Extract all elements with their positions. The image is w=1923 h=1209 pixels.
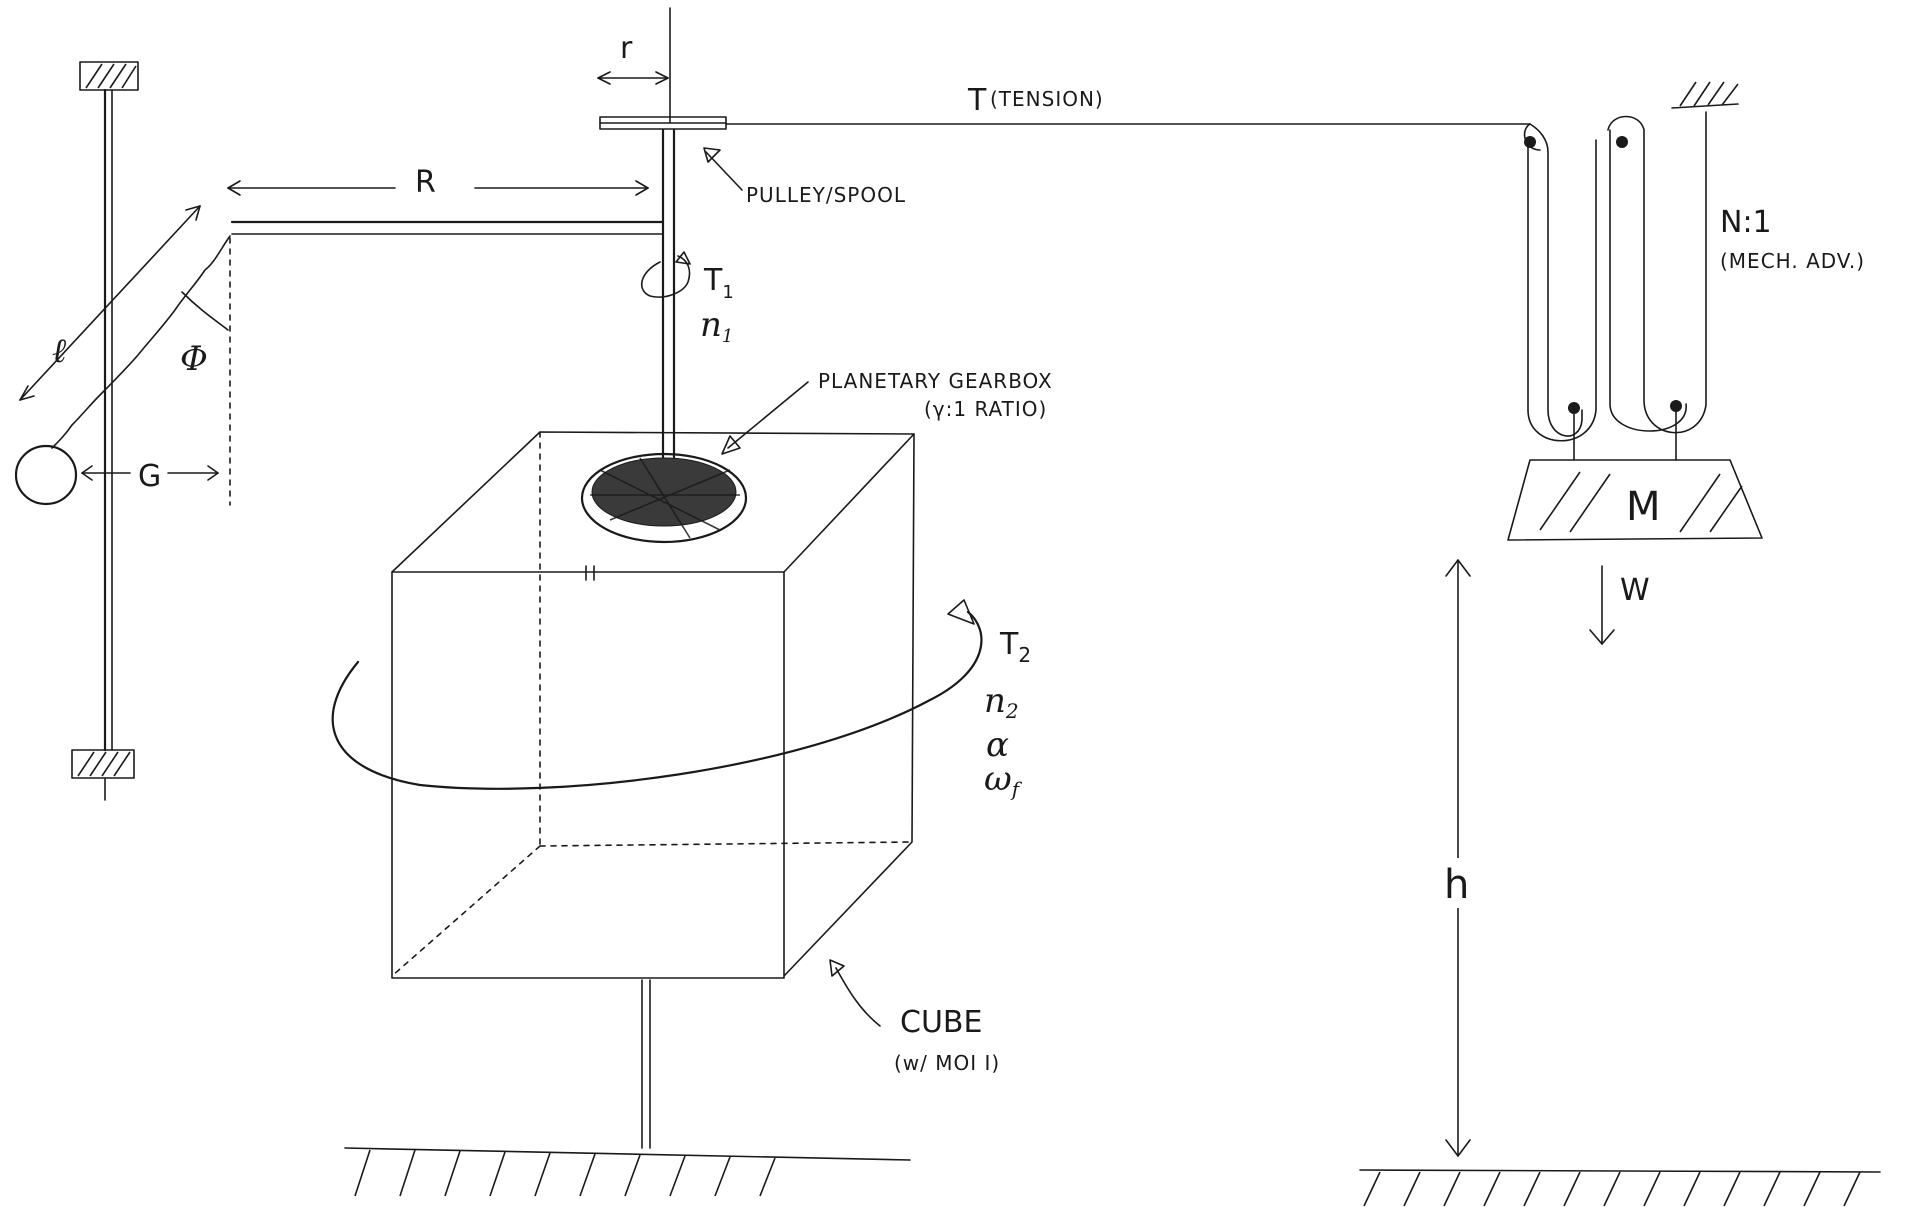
ground-right — [1359, 1169, 1881, 1207]
pendulum-ball — [14, 444, 78, 506]
torque2-label: T2 — [999, 627, 1031, 667]
length-label: ℓ — [52, 331, 66, 371]
tackle-rope-left — [1529, 123, 1583, 437]
small-radius-label: r — [620, 31, 633, 66]
torque2-arrow — [331, 610, 983, 790]
planetary-gearbox — [580, 452, 748, 544]
mass-block — [1507, 459, 1763, 541]
torque1-label: T1 — [703, 263, 734, 303]
cube-label: CUBE — [900, 1005, 982, 1040]
pendulum-string — [51, 235, 231, 449]
gap-label: G — [138, 459, 161, 494]
shaft-assembly: r PULLEY/SPOOL T1 n1 — [597, 7, 906, 507]
gearbox-ratio-label: (γ:1 RATIO) — [924, 397, 1047, 421]
omega-label: ωf — [984, 759, 1023, 801]
height-label: h — [1444, 862, 1469, 908]
torque1-arrow — [640, 255, 691, 298]
speed2-label: n2 — [984, 681, 1019, 723]
cube-assembly: PLANETARY GEARBOX (γ:1 RATIO) T2 n2 α ωf… — [331, 369, 1053, 1149]
mech-adv-note: (MECH. ADV.) — [1720, 249, 1865, 273]
ground-center — [344, 1147, 911, 1197]
ceiling-hatch-left — [79, 61, 139, 91]
tension-label: T — [967, 83, 987, 118]
cube-front-face — [391, 571, 785, 979]
angle-arc — [181, 291, 229, 331]
big-radius-label: R — [415, 165, 436, 200]
speed1-label: n1 — [700, 305, 733, 347]
tackle-rope-right — [1607, 111, 1707, 434]
cube-right-face — [783, 433, 915, 977]
cube-top-face — [391, 431, 915, 573]
tension-note: (TENSION) — [990, 87, 1104, 111]
alpha-label: α — [986, 725, 1009, 765]
block-and-tackle: M W N:1 (MECH. ADV.) h — [1430, 81, 1865, 1157]
mech-adv-label: N:1 — [1720, 205, 1772, 240]
pulley-label: PULLEY/SPOOL — [746, 183, 906, 207]
tension-cable: T (TENSION) — [725, 83, 1531, 125]
cube-moi-label: (w/ MOI I) — [894, 1051, 1000, 1075]
angle-label: Φ — [180, 339, 208, 379]
gearbox-label: PLANETARY GEARBOX — [818, 369, 1053, 393]
governor-assembly: ℓ Φ G R — [14, 61, 664, 801]
mass-label: M — [1626, 484, 1661, 530]
ceiling-hatch-right — [1671, 81, 1739, 109]
floor-hatch-left — [71, 749, 135, 801]
weight-label: W — [1620, 573, 1650, 608]
